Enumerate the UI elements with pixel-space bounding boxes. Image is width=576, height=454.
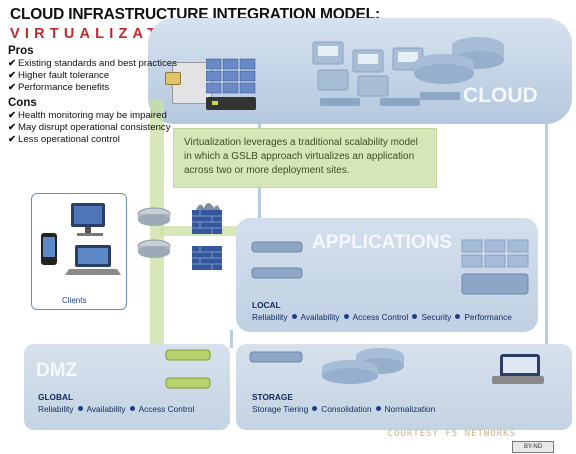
check-icon: ✔	[8, 70, 17, 82]
cloud-illustration	[312, 37, 504, 106]
cloud-label: CLOUD	[463, 84, 538, 107]
pros-item: ✔Higher fault tolerance	[8, 70, 110, 82]
cons-item: ✔Less operational control	[8, 134, 120, 146]
applications-label: APPLICATIONS	[312, 232, 453, 253]
dmz-label: DMZ	[36, 360, 78, 381]
dmz-sub-heading: GLOBAL	[38, 392, 74, 402]
load-balancer-icon	[137, 207, 171, 226]
pros-item: ✔Existing standards and best practices	[8, 58, 177, 69]
pros-item: ✔Performance benefits	[8, 82, 110, 94]
check-icon: ✔	[8, 58, 17, 69]
cons-item: ✔Health monitoring may be impaired	[8, 110, 167, 121]
connector-line	[545, 120, 548, 346]
dmz-devices	[165, 349, 211, 389]
connector-line	[230, 330, 233, 348]
storage-devices	[249, 348, 544, 384]
check-icon: ✔	[8, 82, 17, 94]
cons-heading: Cons	[8, 97, 37, 109]
cons-list: ✔Health monitoring may be impaired ✔May …	[8, 110, 171, 147]
courtesy-label: COURTESY F5 NETWORKS	[387, 429, 516, 439]
bullet-dot	[291, 314, 297, 319]
pros-list: ✔Existing standards and best practices ✔…	[8, 58, 177, 95]
check-icon: ✔	[8, 110, 17, 121]
bullet-dot	[412, 314, 418, 319]
applications-sub-heading: LOCAL	[252, 300, 281, 310]
bullet-dot	[455, 314, 461, 319]
app-vm-grid	[461, 239, 529, 295]
firewall-icon	[192, 246, 222, 270]
firewall-icon	[192, 203, 222, 234]
bullet-dot	[77, 406, 83, 411]
bullet-dot	[312, 406, 318, 411]
check-icon: ✔	[8, 134, 17, 146]
storage-heading: STORAGE	[252, 392, 293, 402]
app-server-stack	[206, 58, 256, 110]
client-devices	[41, 203, 121, 275]
app-servers	[251, 241, 303, 279]
description-callout: Virtualization leverages a traditional s…	[173, 128, 437, 188]
gslb-devices	[137, 203, 222, 270]
bullet-dot	[129, 406, 135, 411]
cons-item: ✔May disrupt operational consistency	[8, 122, 171, 134]
license-badge: BY-ND	[512, 441, 554, 453]
bullet-dot	[343, 314, 349, 319]
lock-icon	[165, 72, 181, 85]
load-balancer-icon	[137, 239, 171, 258]
check-icon: ✔	[8, 122, 17, 134]
pros-heading: Pros	[8, 45, 34, 57]
clients-label: Clients	[62, 296, 87, 305]
bullet-dot	[375, 406, 381, 411]
